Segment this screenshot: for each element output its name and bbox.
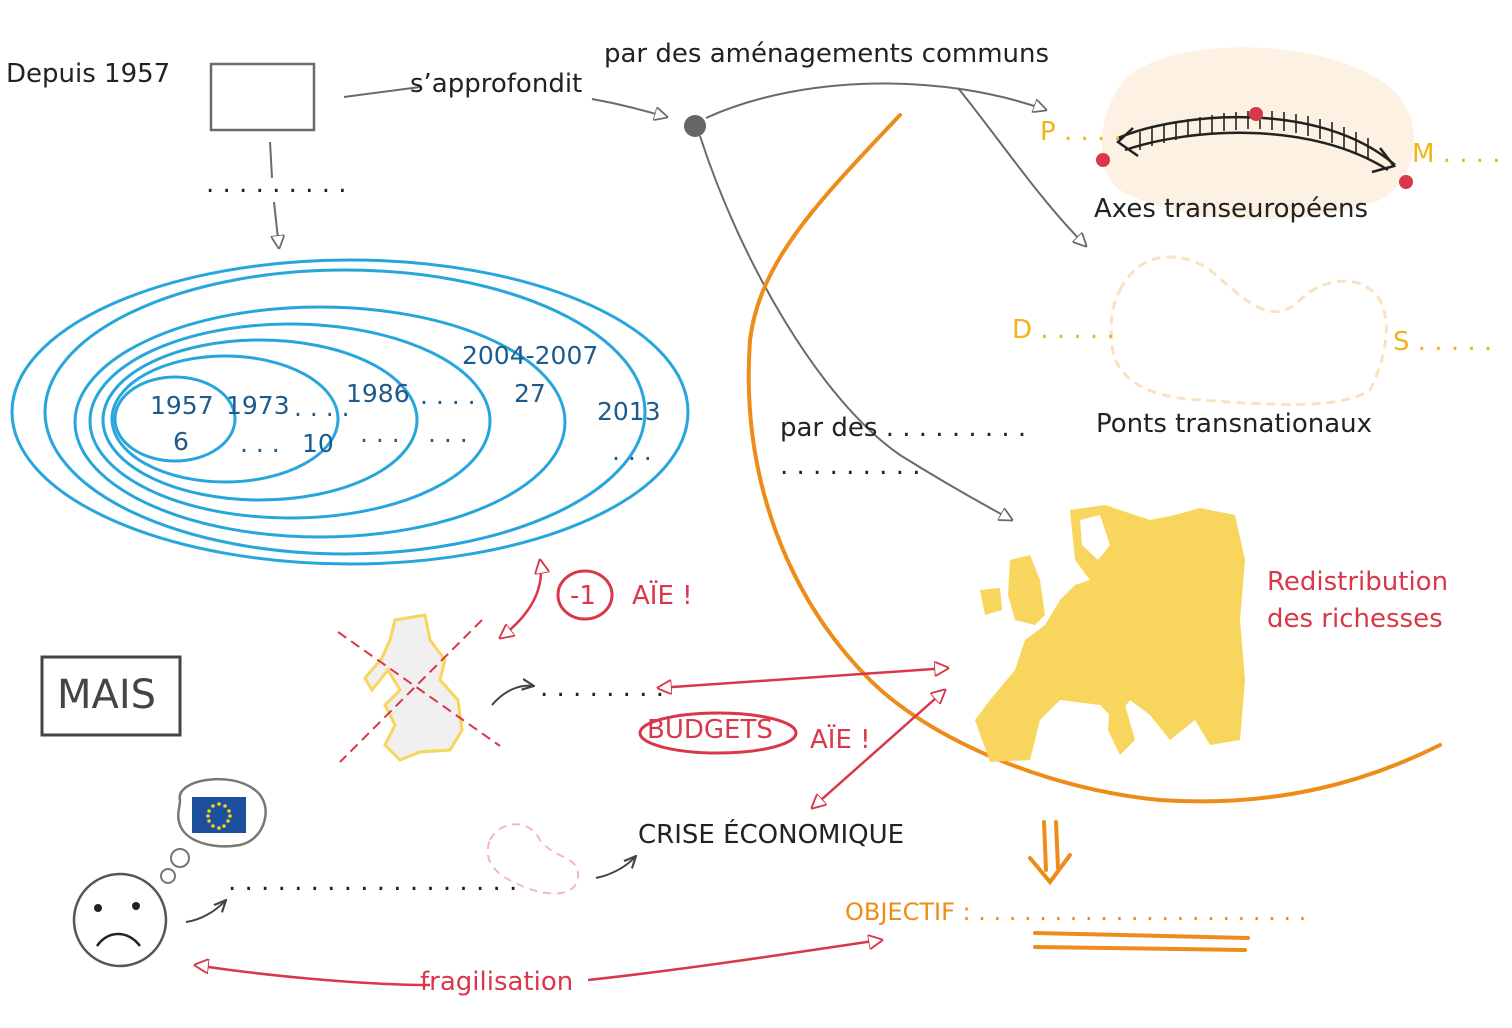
deepens-label: s’approfondit xyxy=(410,69,582,99)
crisis-label: CRISE ÉCONOMIQUE xyxy=(638,818,904,850)
objective-underline xyxy=(1033,931,1250,952)
ring-year-3: . . . . xyxy=(294,393,350,422)
ring-1981 xyxy=(101,338,419,502)
thought-dot-2 xyxy=(170,848,190,868)
arrow-face-dots xyxy=(185,900,226,923)
branch-node xyxy=(684,115,706,137)
ring-year-2: 1973 xyxy=(226,391,290,420)
aie-label-2: AÏE ! xyxy=(810,723,871,755)
since-label: Depuis 1957 xyxy=(6,59,170,89)
minus-one-circle xyxy=(556,569,614,621)
axis-letter-m: M . . . . xyxy=(1412,139,1501,169)
par-des-label: par des . . . . . . . . . xyxy=(780,413,1026,443)
sad-dots-label: . . . . . . . . . . . . . . . . . . xyxy=(228,867,517,897)
axis-point-mid xyxy=(1249,107,1263,121)
par-des-label-2: . . . . . . . . . xyxy=(780,451,921,481)
blank-dots-label: . . . . . . . . . xyxy=(206,169,347,199)
sad-face-eye-right xyxy=(132,902,140,910)
blank-box xyxy=(209,62,316,132)
axes-label: Axes transeuropéens xyxy=(1094,194,1368,224)
sad-face-icon xyxy=(72,872,168,968)
redistribution-label-1: Redistribution xyxy=(1267,567,1448,597)
axis-point-p xyxy=(1096,153,1110,167)
ring-1995 xyxy=(73,305,567,539)
axis-point-m xyxy=(1399,175,1413,189)
objective-label: OBJECTIF : . . . . . . . . . . . . . . .… xyxy=(845,898,1306,926)
uk-dots-label: . . . . . . . . xyxy=(540,673,664,703)
ring-2013 xyxy=(10,258,690,566)
ring-members-1: 6 xyxy=(173,427,189,456)
orange-down-arrow xyxy=(1028,820,1072,886)
axis-letter-p: P . . . . xyxy=(1040,117,1122,147)
ring-members-6: 27 xyxy=(514,379,546,408)
ring-1986 xyxy=(88,322,492,520)
arrow-to-rings xyxy=(274,201,279,248)
common-works-label: par des aménagements communs xyxy=(604,39,1049,69)
fragilisation-line xyxy=(194,938,881,987)
sad-face-eye-left xyxy=(94,904,102,912)
ring-members-2: . . . xyxy=(240,429,280,458)
ring-members-7: . . . xyxy=(612,437,652,466)
ring-year-4: 1986 xyxy=(346,379,410,408)
arrow-uk-dots xyxy=(491,686,534,706)
arrow-to-axes xyxy=(705,82,1046,119)
fragilisation-label: fragilisation xyxy=(420,967,573,997)
ring-2007 xyxy=(43,268,647,556)
ring-members-4: . . . xyxy=(360,419,400,448)
ring-members-3: 10 xyxy=(302,429,334,458)
arrow-to-europe xyxy=(699,135,1012,520)
arrow-to-bridges xyxy=(957,87,1086,246)
fragilisation-arrow-left xyxy=(195,965,205,966)
ring-1957 xyxy=(113,375,237,463)
arrow-budgets-europe xyxy=(658,668,948,688)
uk-cross xyxy=(337,619,501,763)
crisis-blob xyxy=(486,823,580,895)
mais-label: MAIS xyxy=(57,672,156,718)
fragilisation-arrow-right xyxy=(870,940,882,942)
budgets-circle xyxy=(638,711,798,755)
arrow-crisis-europe xyxy=(812,690,945,808)
europe-map-icon xyxy=(975,505,1245,762)
thought-dot-1 xyxy=(160,868,176,884)
bridges-outline xyxy=(1109,255,1388,406)
arrow-uk-rings xyxy=(500,560,541,638)
ring-year-7: 2013 xyxy=(597,397,661,426)
axis-letter-d: D . . . . . xyxy=(1012,315,1115,345)
arrow-to-crisis xyxy=(595,856,636,879)
enlargement-rings xyxy=(10,258,690,566)
ring-1973 xyxy=(110,354,340,484)
ring-year-6: 2004-2007 xyxy=(462,341,598,370)
ring-members-5: . . . xyxy=(428,419,468,448)
ring-year-1: 1957 xyxy=(150,391,214,420)
minus-one-label: -1 xyxy=(570,581,596,611)
axis-letter-s: S . . . . . xyxy=(1393,327,1492,357)
ring-year-5: . . . . xyxy=(420,381,476,410)
bridges-label: Ponts transnationaux xyxy=(1096,409,1372,439)
arrow-to-node xyxy=(591,98,667,117)
budgets-label: BUDGETS xyxy=(647,715,773,745)
aie-label-1: AÏE ! xyxy=(632,579,693,611)
mais-box xyxy=(40,655,182,737)
eu-flag-stars xyxy=(206,802,232,830)
line-box-to-text xyxy=(343,86,421,98)
sad-face-mouth xyxy=(95,932,141,947)
redistribution-label-2: des richesses xyxy=(1267,604,1443,634)
down-line xyxy=(269,141,273,179)
